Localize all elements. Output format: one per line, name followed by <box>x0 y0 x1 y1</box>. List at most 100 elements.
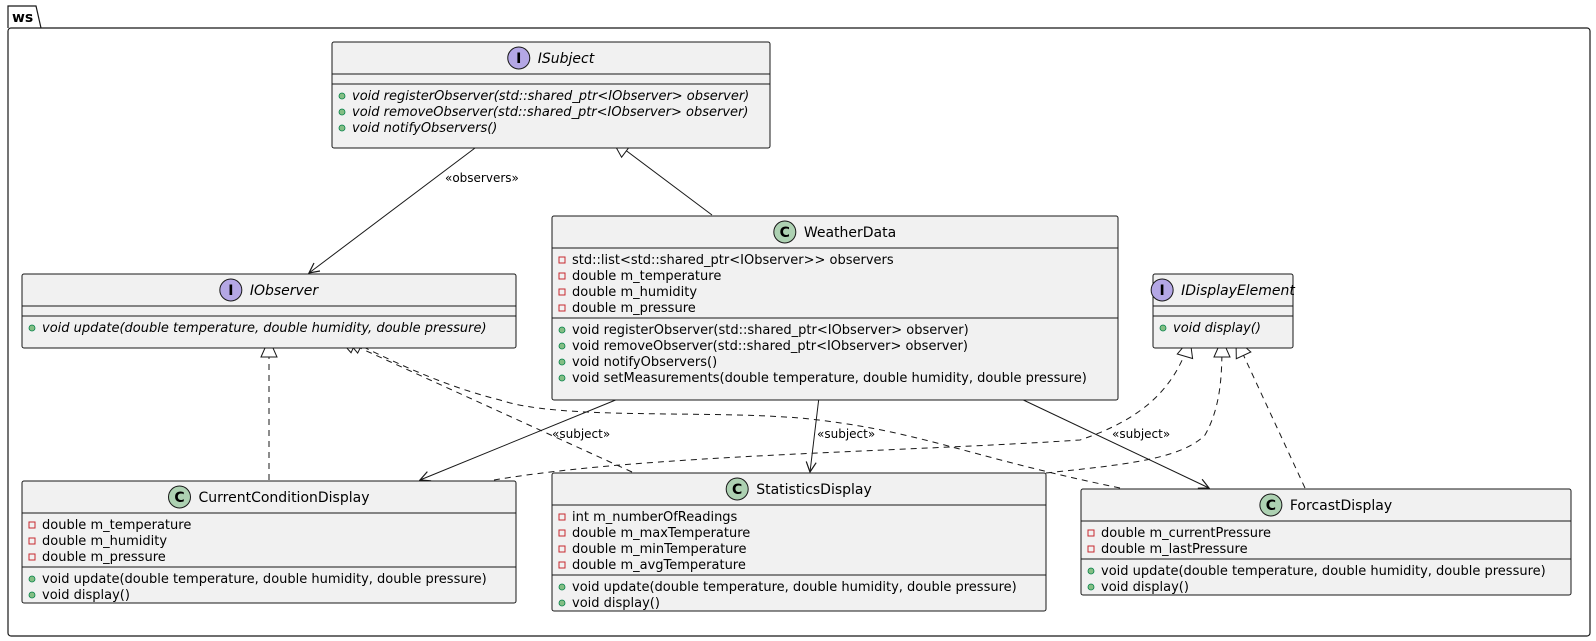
method-iobserver-0: void update(double temperature, double h… <box>42 321 487 336</box>
relation-statisticsdisplay-idisplayelement <box>1045 339 1222 474</box>
field-statisticsdisplay-3: double m_avgTemperature <box>572 558 746 573</box>
class-badge-icon: C <box>168 485 191 509</box>
class-box <box>1152 273 1294 349</box>
private-marker-icon <box>28 553 36 561</box>
class-kind-badge: C <box>780 225 790 241</box>
class-box <box>331 41 771 149</box>
relation-label-weatherdata-forcastdisplay: «subject» <box>1112 427 1170 441</box>
private-marker-icon <box>558 529 566 537</box>
method-weatherdata-2: void notifyObservers() <box>572 355 717 370</box>
relation-weatherdata-statisticsdisplay <box>810 396 820 472</box>
method-currentconditiondisplay-1: void display() <box>42 588 130 603</box>
class-name: StatisticsDisplay <box>756 482 872 498</box>
public-marker-icon <box>1159 324 1167 332</box>
method-isubject-1: void removeObserver(std::shared_ptr<IObs… <box>352 105 748 120</box>
private-marker-icon <box>558 561 566 569</box>
method-weatherdata-3: void setMeasurements(double temperature,… <box>572 371 1087 386</box>
public-marker-icon <box>338 124 346 132</box>
public-marker-icon <box>558 599 566 607</box>
class-name: WeatherData <box>804 225 896 241</box>
class-name: IObserver <box>250 283 320 299</box>
private-marker-icon <box>558 545 566 553</box>
public-marker-icon <box>558 342 566 350</box>
private-marker-icon <box>558 513 566 521</box>
class-name: ForcastDisplay <box>1290 498 1392 514</box>
relation-label-weatherdata-currentconditiondisplay: «subject» <box>552 427 610 441</box>
public-marker-icon <box>1087 567 1095 575</box>
class-kind-badge: C <box>1266 498 1276 514</box>
field-forcastdisplay-0: double m_currentPressure <box>1101 526 1271 541</box>
class-kind-badge: I <box>228 283 233 299</box>
method-idisplayelement-0: void display() <box>1173 321 1261 336</box>
relation-label-weatherdata-statisticsdisplay: «subject» <box>817 427 875 441</box>
relation-statisticsdisplay-iobserver <box>338 338 633 473</box>
public-marker-icon <box>338 108 346 116</box>
relation-weatherdata-currentconditiondisplay <box>420 396 624 480</box>
class-kind-badge: I <box>516 51 521 67</box>
method-weatherdata-1: void removeObserver(std::shared_ptr<IObs… <box>572 339 968 354</box>
relations <box>269 138 1306 489</box>
relation-labels: «observers» «subject» «subject» «subject… <box>445 171 1170 441</box>
class-name: CurrentConditionDisplay <box>199 490 370 506</box>
method-forcastdisplay-0: void update(double temperature, double h… <box>1101 564 1546 579</box>
class-box <box>21 480 517 604</box>
private-marker-icon <box>558 288 566 296</box>
method-currentconditiondisplay-0: void update(double temperature, double h… <box>42 572 487 587</box>
private-marker-icon <box>28 537 36 545</box>
package-name: ws <box>12 10 33 26</box>
public-marker-icon <box>558 358 566 366</box>
class-box <box>21 273 517 349</box>
field-statisticsdisplay-2: double m_minTemperature <box>572 542 746 557</box>
method-isubject-2: void notifyObservers() <box>352 121 497 136</box>
relation-forcastdisplay-iobserver <box>345 338 1121 489</box>
public-marker-icon <box>28 591 36 599</box>
field-statisticsdisplay-1: double m_maxTemperature <box>572 526 750 541</box>
public-marker-icon <box>28 324 36 332</box>
private-marker-icon <box>28 521 36 529</box>
class-name: ISubject <box>538 51 595 67</box>
public-marker-icon <box>558 326 566 334</box>
relation-currentconditiondisplay-idisplayelement <box>493 339 1190 481</box>
public-marker-icon <box>1087 583 1095 591</box>
method-statisticsdisplay-1: void display() <box>572 596 660 611</box>
relation-weatherdata-isubject <box>612 140 713 216</box>
interface-badge-icon: I <box>1150 278 1174 302</box>
private-marker-icon <box>558 256 566 264</box>
private-marker-icon <box>558 272 566 280</box>
public-marker-icon <box>338 92 346 100</box>
relation-forcastdisplay-idisplayelement <box>1236 339 1306 489</box>
private-marker-icon <box>558 304 566 312</box>
interface-badge-icon: I <box>219 278 243 302</box>
private-marker-icon <box>1087 545 1095 553</box>
field-weatherdata-2: double m_humidity <box>572 285 697 300</box>
field-currentconditiondisplay-1: double m_humidity <box>42 534 167 549</box>
method-statisticsdisplay-0: void update(double temperature, double h… <box>572 580 1017 595</box>
package-tab <box>7 5 42 29</box>
class-badge-icon: C <box>773 220 797 244</box>
interface-badge-icon: I <box>507 46 531 70</box>
class-box <box>551 472 1047 612</box>
private-marker-icon <box>1087 529 1095 537</box>
class-box <box>551 215 1119 401</box>
class-badge-icon: C <box>725 477 749 501</box>
public-marker-icon <box>558 374 566 382</box>
field-weatherdata-0: std::list<std::shared_ptr<IObserver>> ob… <box>572 253 894 268</box>
method-isubject-0: void registerObserver(std::shared_ptr<IO… <box>352 89 749 104</box>
class-kind-badge: C <box>174 490 184 506</box>
class-name: IDisplayElement <box>1181 283 1295 299</box>
field-weatherdata-1: double m_temperature <box>572 269 721 284</box>
method-forcastdisplay-1: void display() <box>1101 580 1189 595</box>
class-badge-icon: C <box>1259 493 1283 517</box>
relation-isubject-iobserver <box>309 138 488 273</box>
package-ws: ws <box>7 5 1591 637</box>
class-kind-badge: I <box>1160 283 1165 299</box>
field-currentconditiondisplay-0: double m_temperature <box>42 518 191 533</box>
